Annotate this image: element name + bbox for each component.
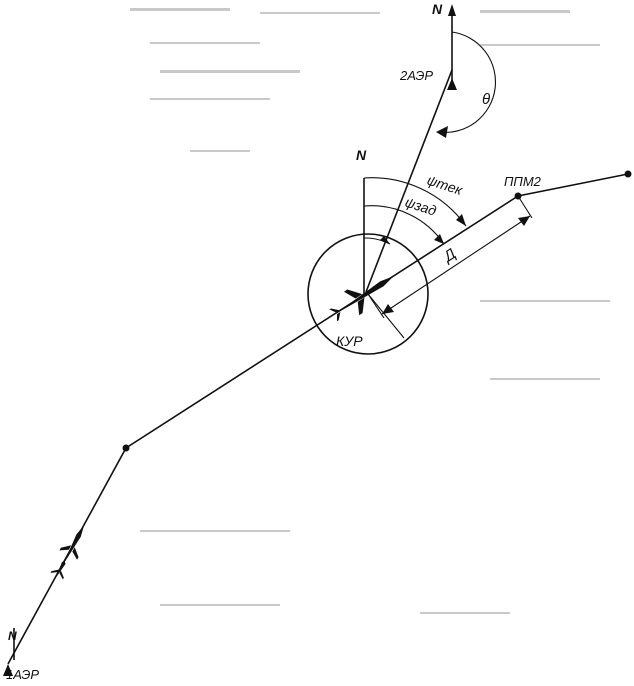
kur-label: КУР: [336, 333, 363, 349]
north-center-label: N: [356, 147, 367, 163]
distance-ext-top: [517, 195, 533, 219]
route-line: [7, 173, 629, 665]
north-top-label: N: [432, 1, 443, 17]
psi-zad-label: ψзад: [403, 194, 439, 219]
distance-arrow-top-icon: [518, 216, 530, 226]
beacon-2-label: 2АЭР: [399, 68, 433, 83]
aircraft-lower-tail-icon: [50, 561, 66, 580]
aircraft-lower-icon: [59, 525, 85, 564]
psi-zad-arc: [363, 205, 445, 245]
turn-point-icon: [122, 444, 130, 452]
aircraft-icon: [329, 276, 394, 322]
north-bottom-label: N: [8, 629, 17, 643]
kur-radius: [367, 293, 405, 339]
beacon-2-icon: [447, 78, 457, 90]
scan-noise: [130, 8, 610, 614]
beacon-1-label: 1АЭР: [6, 667, 39, 681]
theta-label: θ: [482, 91, 490, 108]
psi-tek-arrow-icon: [456, 214, 466, 226]
north-arrow-icon: [448, 4, 456, 16]
distance-label: Д: [439, 245, 459, 266]
psi-zad-arrow-icon: [434, 234, 444, 244]
kur-circle: [307, 233, 429, 355]
psi-tek-arc: [363, 177, 467, 227]
distance-line: [381, 215, 531, 315]
bearing-line: [365, 69, 453, 293]
theta-arc: [437, 31, 497, 134]
distance-ext-bottom: [367, 293, 385, 319]
waypoint-2-label: ППМ2: [504, 174, 542, 189]
theta-arrow-icon: [436, 126, 448, 138]
beacon-1-icon: [3, 664, 13, 676]
distance-arrow-bottom-icon: [382, 304, 394, 314]
waypoint-next-icon: [624, 170, 632, 178]
inner-arc-arrow-icon: [380, 236, 390, 244]
